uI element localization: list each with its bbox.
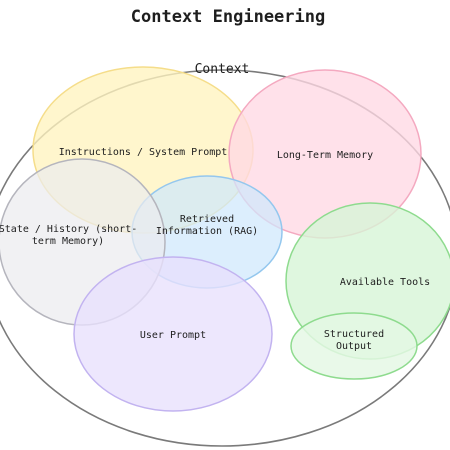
structured-output-label-line: Output (336, 341, 372, 352)
user-prompt-label-line: User Prompt (140, 330, 206, 341)
state-history-label-line: State / History (short- (0, 224, 137, 235)
long-term-memory-label-line: Long-Term Memory (277, 150, 373, 161)
structured-output-circle (290, 312, 418, 380)
available-tools-label: Available Tools (340, 277, 430, 288)
diagram-title: Context Engineering (131, 7, 325, 27)
user-prompt-label: User Prompt (140, 330, 206, 341)
instructions-label-line: Instructions / System Prompt (59, 147, 228, 158)
long-term-memory-label: Long-Term Memory (277, 150, 373, 161)
retrieved-label-line: Information (RAG) (156, 226, 258, 237)
structured-output-label-line: Structured (324, 329, 384, 340)
state-history-label-line: term Memory) (32, 236, 104, 247)
context-label: Context (195, 62, 250, 77)
available-tools-label-line: Available Tools (340, 277, 430, 288)
instructions-label: Instructions / System Prompt (59, 147, 228, 158)
retrieved-label-line: Retrieved (180, 214, 234, 225)
context-components: Instructions / System Prompt Long-Term Me… (0, 66, 450, 412)
user-prompt-circle (73, 256, 273, 412)
state-history-label: State / History (short-term Memory) (0, 224, 137, 247)
